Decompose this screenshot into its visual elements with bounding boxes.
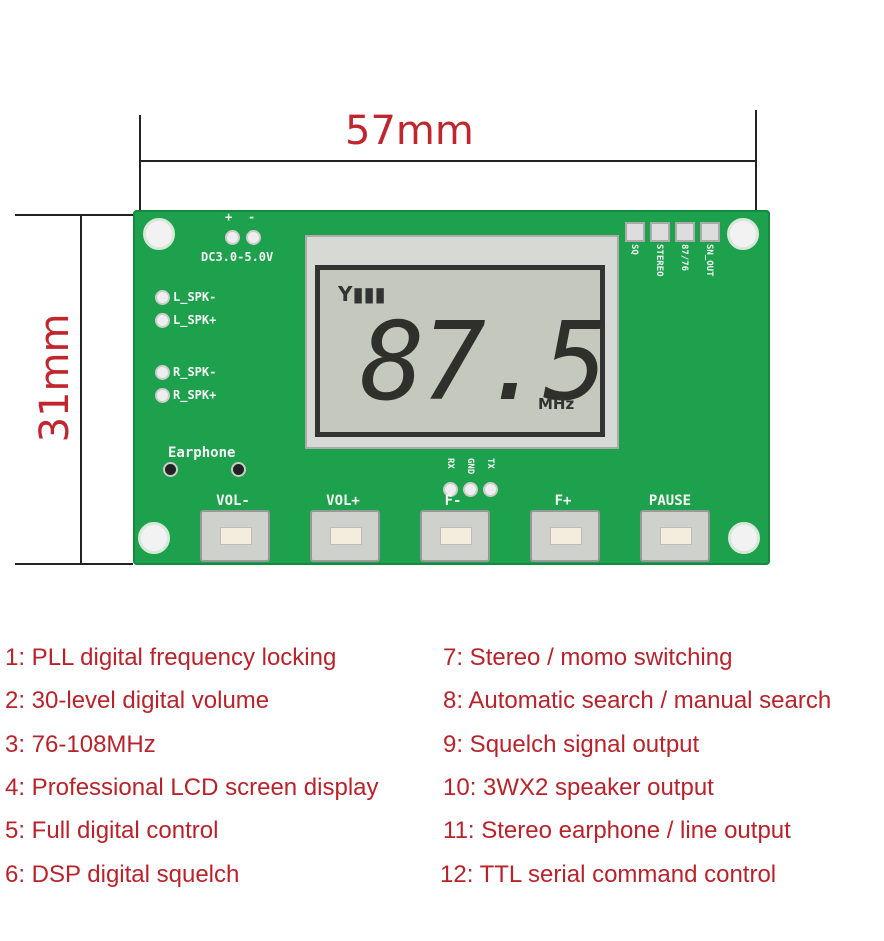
- feature-item: 6: DSP digital squelch: [5, 861, 240, 888]
- vol-down-button[interactable]: [200, 510, 270, 562]
- mounting-hole: [143, 218, 175, 250]
- feature-item: 12: TTL serial command control: [440, 861, 777, 888]
- button-label: PAUSE: [648, 493, 692, 509]
- vol-up-button[interactable]: [310, 510, 380, 562]
- earphone-pad: [231, 462, 246, 477]
- speaker-label: L_SPK-: [173, 290, 217, 304]
- serial-pad: [443, 482, 458, 497]
- frequency-display: 87.5: [360, 300, 608, 425]
- pin-label: SN_OUT: [704, 244, 714, 277]
- power-plus-label: +: [225, 210, 233, 224]
- feature-item: 7: Stereo / momo switching: [443, 644, 733, 671]
- height-extension-bottom: [15, 563, 133, 565]
- height-extension-top: [15, 214, 140, 216]
- mounting-hole: [138, 522, 170, 554]
- mounting-hole: [727, 218, 759, 250]
- width-extension-right: [755, 110, 757, 215]
- test-pad: [675, 222, 695, 242]
- test-pad: [700, 222, 720, 242]
- pin-label: SQ: [629, 244, 639, 255]
- mounting-hole: [728, 522, 760, 554]
- serial-pad: [483, 482, 498, 497]
- freq-up-button[interactable]: [530, 510, 600, 562]
- power-label: DC3.0-5.0V: [201, 250, 274, 264]
- feature-item: 5: Full digital control: [5, 817, 219, 844]
- antenna-signal-icon: Y▮▮▮: [338, 282, 386, 306]
- button-label: VOL+: [326, 493, 360, 509]
- test-pad: [650, 222, 670, 242]
- pin-label: 87/76: [679, 244, 689, 272]
- feature-item: 1: PLL digital frequency locking: [5, 644, 337, 671]
- serial-pin-label: TX: [485, 458, 495, 469]
- speaker-label: R_SPK-: [173, 365, 217, 379]
- feature-item: 2: 30-level digital volume: [5, 687, 270, 714]
- width-arrow-line: [140, 160, 755, 162]
- earphone-label: Earphone: [168, 445, 236, 461]
- speaker-label: L_SPK+: [173, 313, 217, 327]
- lcd-screen: Y▮▮▮ 87.5 MHz: [315, 265, 608, 437]
- serial-pin-label: RX: [445, 458, 455, 469]
- test-pad: [625, 222, 645, 242]
- pause-button[interactable]: [640, 510, 710, 562]
- feature-item: 8: Automatic search / manual search: [443, 687, 832, 714]
- speaker-pad: [155, 290, 170, 305]
- earphone-pad: [163, 462, 178, 477]
- width-extension-left: [139, 115, 141, 215]
- button-label: F-: [444, 493, 462, 509]
- serial-pin-label: GND: [465, 458, 475, 475]
- power-minus-label: -: [248, 210, 256, 224]
- speaker-pad: [155, 313, 170, 328]
- serial-pad: [463, 482, 478, 497]
- feature-item: 10: 3WX2 speaker output: [443, 774, 714, 801]
- height-dimension-label: 31mm: [32, 313, 78, 443]
- feature-item: 4: Professional LCD screen display: [5, 774, 379, 801]
- feature-item: 11: Stereo earphone / line output: [443, 817, 791, 844]
- width-dimension-label: 57mm: [345, 108, 474, 154]
- feature-item: 3: 76-108MHz: [5, 731, 156, 758]
- speaker-pad: [155, 365, 170, 380]
- pin-label: STEREO: [654, 244, 664, 277]
- button-label: VOL-: [216, 493, 250, 509]
- button-label: F+: [554, 493, 572, 509]
- speaker-label: R_SPK+: [173, 388, 217, 402]
- power-pad: [246, 230, 261, 245]
- feature-item: 9: Squelch signal output: [443, 731, 700, 758]
- frequency-unit: MHz: [538, 395, 575, 413]
- freq-down-button[interactable]: [420, 510, 490, 562]
- pcb-board: + - DC3.0-5.0V L_SPK- L_SPK+ R_SPK- R_SP…: [133, 210, 770, 565]
- power-pad: [225, 230, 240, 245]
- height-arrow-line: [80, 215, 82, 563]
- speaker-pad: [155, 388, 170, 403]
- lcd-module: Y▮▮▮ 87.5 MHz: [305, 235, 619, 449]
